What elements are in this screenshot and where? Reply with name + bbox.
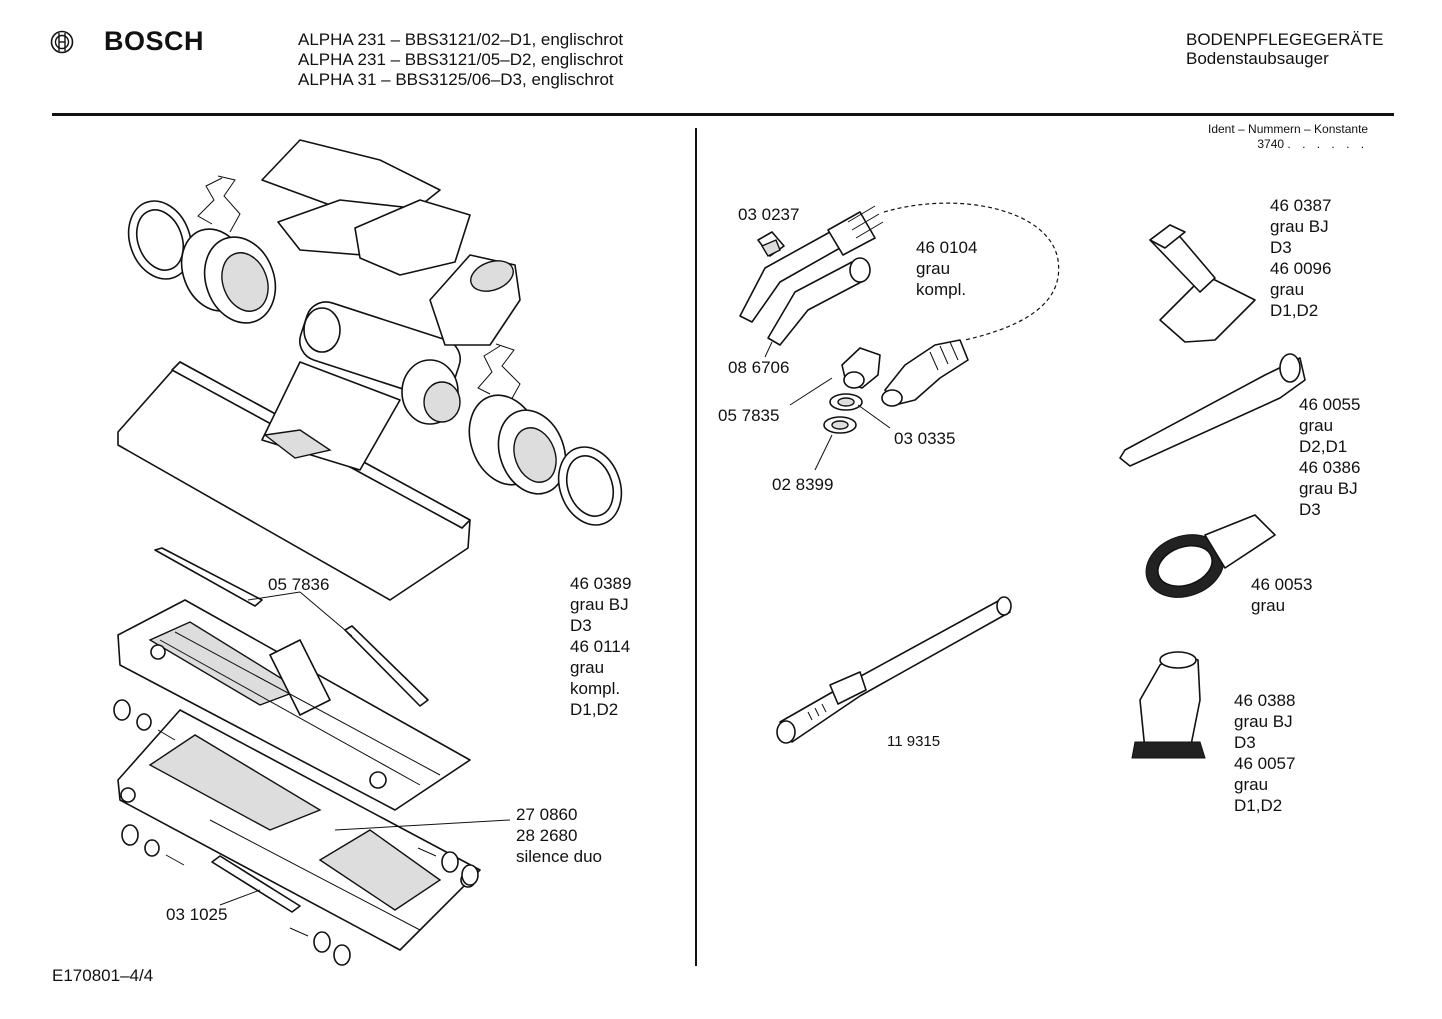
upholstery-nozzle-part <box>1149 224 1256 343</box>
label-pad: 03 1025 <box>166 905 228 924</box>
spring-clip-upper <box>197 175 241 233</box>
header-rule <box>52 113 1394 116</box>
leader-strip-a <box>247 591 301 601</box>
model-line-1: ALPHA 231 – BBS3121/02–D1, englischrot <box>298 30 624 49</box>
ident-dots: . . . . . . <box>1287 137 1369 151</box>
label-crevice: 46 0055 grau D2,D1 46 0386 grau BJ D3 <box>1299 395 1361 519</box>
ring-part-03-0335 <box>829 393 863 411</box>
label-upholstery: 46 0387 grau BJ D3 46 0096 grau D1,D2 <box>1270 196 1332 320</box>
column-divider <box>695 128 697 966</box>
hose-handle-part <box>739 205 884 346</box>
leader-pad <box>219 889 261 906</box>
ident-block: Ident – Nummern – Konstante 3740 . . . .… <box>1208 122 1368 152</box>
wheel-set <box>113 699 479 966</box>
base-plate-part <box>117 709 481 951</box>
hose-end-part <box>881 339 969 407</box>
brand-name: BOSCH <box>104 26 205 56</box>
leader-base <box>334 819 511 831</box>
ident-label: Ident – Nummern – Konstante <box>1208 122 1369 136</box>
pad-part <box>211 855 301 913</box>
clip-part <box>757 231 785 257</box>
roller-left <box>127 200 277 324</box>
model-list: ALPHA 231 – BBS3121/02–D1, englischrot A… <box>298 30 623 90</box>
label-nozzle-set: 46 0389 grau BJ D3 46 0114 grau kompl. D… <box>570 574 632 719</box>
label-ring-a: 03 0335 <box>894 429 956 448</box>
leader-ring-a <box>857 404 891 429</box>
ident-row: 3740 . . . . . . <box>1208 137 1368 152</box>
nozzle-cover-part <box>261 139 471 276</box>
label-strip: 05 7836 <box>268 575 330 594</box>
bosch-logo-icon <box>50 30 74 53</box>
label-base: 27 0860 28 2680 silence duo <box>516 805 603 866</box>
category-subtitle: Bodenstaubsauger <box>1186 49 1329 68</box>
strip-part-b <box>344 625 429 707</box>
label-elbow: 05 7835 <box>718 406 780 425</box>
label-handle: 08 6706 <box>728 358 790 377</box>
round-brush-part <box>1145 514 1276 598</box>
label-tube: 11 9315 <box>887 733 941 750</box>
label-ring-b: 02 8399 <box>772 475 834 494</box>
sole-plate-part <box>117 599 471 811</box>
document-id: E170801–4/4 <box>52 966 154 985</box>
leader-elbow <box>789 377 833 406</box>
roller-right <box>468 394 623 526</box>
ident-value: 3740 <box>1257 137 1285 151</box>
category-title: BODENPFLEGEGERÄTE <box>1186 30 1384 49</box>
spring-clip-lower <box>477 343 521 403</box>
leader-handle <box>764 341 773 358</box>
crevice-tool-part <box>1119 353 1306 467</box>
nozzle-housing-part <box>117 361 471 601</box>
category-block: BODENPFLEGEGERÄTE Bodenstaubsauger <box>1186 30 1383 68</box>
elbow-part <box>841 347 881 389</box>
brand-block: BOSCH <box>50 26 204 57</box>
model-line-3: ALPHA 31 – BBS3125/06–D3, englischrot <box>298 70 614 89</box>
label-hose: 46 0104 grau kompl. <box>916 238 978 299</box>
telescopic-tube-part <box>776 596 1012 744</box>
label-clip: 03 0237 <box>738 205 800 224</box>
leader-ring-b <box>814 434 833 471</box>
hose-dashed-line <box>883 202 1060 341</box>
label-brush: 46 0053 grau <box>1251 575 1313 615</box>
label-dust-brush: 46 0388 grau BJ D3 46 0057 grau D1,D2 <box>1234 691 1296 815</box>
strip-part-a <box>154 547 263 607</box>
leader-strip-b <box>299 591 353 637</box>
dust-brush-part <box>1131 651 1206 759</box>
swivel-joint-part <box>299 254 521 425</box>
model-line-2: ALPHA 231 – BBS3121/05–D2, englischrot <box>298 50 624 69</box>
ring-part-02-8399 <box>823 416 857 434</box>
